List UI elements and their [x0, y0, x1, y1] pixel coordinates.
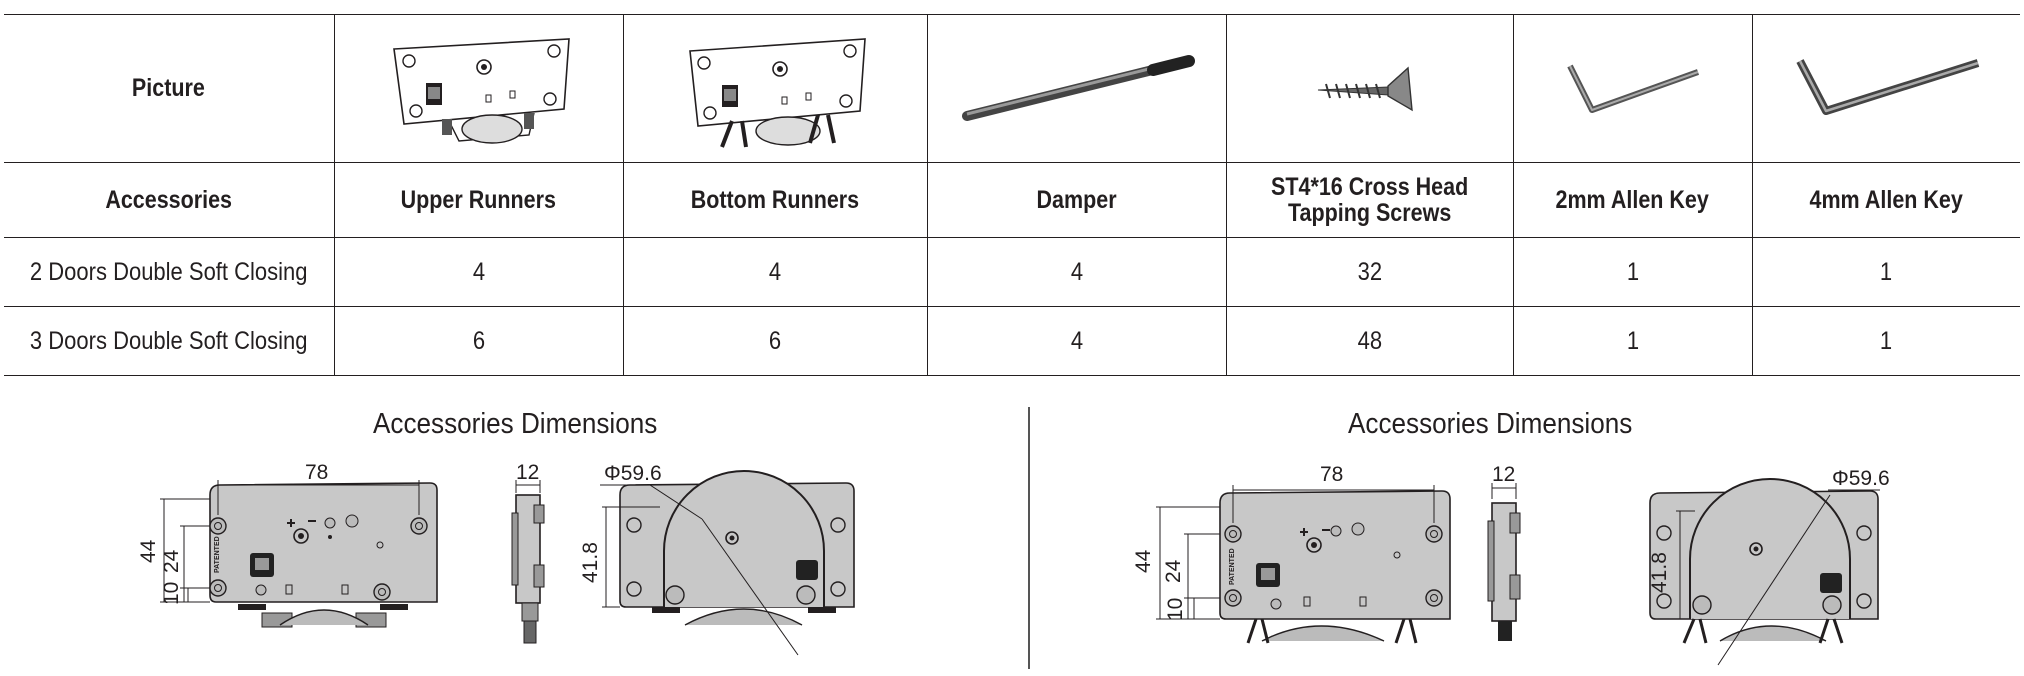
bottom-runner-back-view [1649, 478, 1879, 666]
upper-runner-icon [392, 37, 570, 144]
damper-picture-cell [926, 14, 1227, 163]
height-44-label: 44 [1132, 549, 1155, 573]
cell-value: 1 [1880, 257, 1893, 286]
table-cell: 1 [1512, 306, 1753, 376]
upper-runner-picture-cell [333, 14, 624, 163]
column-header: Upper Runners [333, 162, 624, 238]
bottom-runner-dimension-drawing: PATENTED 78 44 24 10 12 Φ59.6 [1132, 463, 1890, 666]
cell-value: 1 [1880, 326, 1893, 355]
cell-value: 4 [1070, 326, 1083, 355]
height-41-8-label: 41.8 [579, 542, 602, 583]
allen-key-2mm-picture-cell [1512, 14, 1753, 163]
cell-value: 32 [1357, 257, 1382, 286]
width-78-label: 78 [305, 461, 328, 484]
table-row: 2 Doors Double Soft Closing 4 4 4 32 1 1 [4, 237, 2020, 307]
height-24-label: 24 [160, 549, 183, 573]
cell-value: 1 [1626, 257, 1639, 286]
height-41-8-label: 41.8 [1648, 552, 1671, 593]
thickness-12-label: 12 [516, 461, 539, 484]
row-label-cell: 2 Doors Double Soft Closing [4, 237, 335, 307]
column-header: Bottom Runners [622, 162, 928, 238]
table-cell: 1 [1512, 237, 1753, 307]
bottom-runner-side-view [1487, 483, 1521, 641]
cell-value: 4 [768, 257, 782, 286]
allen-key-4mm-picture-cell [1751, 14, 2020, 163]
row-label: 3 Doors Double Soft Closing [29, 326, 308, 355]
cell-value: 4 [472, 257, 485, 286]
cell-value: 6 [472, 326, 485, 355]
allen-key-2mm-header: 2mm Allen Key [1555, 185, 1710, 214]
cell-value: 6 [768, 326, 782, 355]
tapping-screw-picture-cell [1225, 14, 1514, 163]
cell-value: 48 [1357, 326, 1382, 355]
table-cell: 1 [1751, 306, 2020, 376]
right-dimensions-title: Accessories Dimensions [1348, 408, 1633, 440]
table-cell: 4 [333, 237, 624, 307]
accessories-label: Accessories [105, 185, 233, 214]
bottom-runner-front-view: PATENTED [1219, 490, 1451, 644]
row-label: 2 Doors Double Soft Closing [29, 257, 308, 286]
wheel-diameter-label: Φ59.6 [1832, 467, 1890, 490]
table-cell: 6 [622, 306, 928, 376]
table-cell: 6 [333, 306, 624, 376]
picture-row: Picture [4, 14, 2020, 163]
section-divider [1028, 407, 1030, 669]
upper-runner-front-view: PATENTED [209, 482, 438, 628]
picture-label-cell: Picture [4, 14, 335, 163]
table-cell: 4 [926, 306, 1227, 376]
front-view-dimension-lines [160, 480, 420, 603]
cell-value: 1 [1626, 326, 1639, 355]
upper-runner-dimension-drawing: PATENTED 78 44 24 10 12 [137, 461, 855, 656]
accessories-table: Picture [4, 14, 2020, 376]
table-row: 3 Doors Double Soft Closing 6 6 4 48 1 1 [4, 306, 2020, 376]
column-header: ST4*16 Cross Head Tapping Screws [1225, 162, 1514, 238]
patent-mark: PATENTED [1229, 548, 1236, 585]
wheel-diameter-label: Φ59.6 [604, 462, 662, 485]
upper-runners-header: Upper Runners [400, 185, 557, 214]
damper-icon [961, 54, 1195, 121]
picture-label: Picture [132, 74, 206, 103]
upper-runner-side-view [511, 480, 545, 644]
tapping-screws-header: ST4*16 Cross Head Tapping Screws [1271, 174, 1468, 227]
accessories-header-row: Accessories Upper Runners Bottom Runners… [4, 162, 2020, 238]
row-label-cell: 3 Doors Double Soft Closing [4, 306, 335, 376]
table-cell: 4 [622, 237, 928, 307]
front-view-dimension-lines [1156, 485, 1435, 620]
width-78-label: 78 [1320, 463, 1343, 486]
height-10-label: 10 [160, 582, 183, 605]
table-cell: 32 [1225, 237, 1514, 307]
upper-runner-back-view [602, 470, 855, 656]
table-cell: 48 [1225, 306, 1514, 376]
cell-value: 4 [1070, 257, 1083, 286]
allen-key-icon [1566, 64, 1699, 113]
bottom-runners-header: Bottom Runners [690, 185, 860, 214]
left-dimensions-title: Accessories Dimensions [373, 408, 658, 440]
patent-mark: PATENTED [214, 536, 221, 573]
height-10-label: 10 [1164, 598, 1187, 621]
column-header: Damper [926, 162, 1227, 238]
tapping-screws-header-line2: Tapping Screws [1287, 199, 1452, 227]
bottom-runner-icon [689, 37, 866, 148]
table-cell: 4 [926, 237, 1227, 307]
bottom-runner-picture-cell [622, 14, 928, 163]
height-44-label: 44 [137, 539, 160, 563]
column-header: 2mm Allen Key [1512, 162, 1753, 238]
damper-header: Damper [1036, 185, 1117, 214]
allen-key-4mm-header: 4mm Allen Key [1809, 185, 1963, 214]
accessories-label-cell: Accessories [4, 162, 335, 238]
thickness-12-label: 12 [1492, 463, 1515, 486]
tapping-screws-header-line1: ST4*16 Cross Head [1270, 172, 1469, 201]
height-24-label: 24 [1162, 559, 1185, 583]
table-cell: 1 [1751, 237, 2020, 307]
column-header: 4mm Allen Key [1751, 162, 2020, 238]
tapping-screw-icon [1317, 66, 1413, 111]
allen-key-icon [1796, 58, 1980, 115]
